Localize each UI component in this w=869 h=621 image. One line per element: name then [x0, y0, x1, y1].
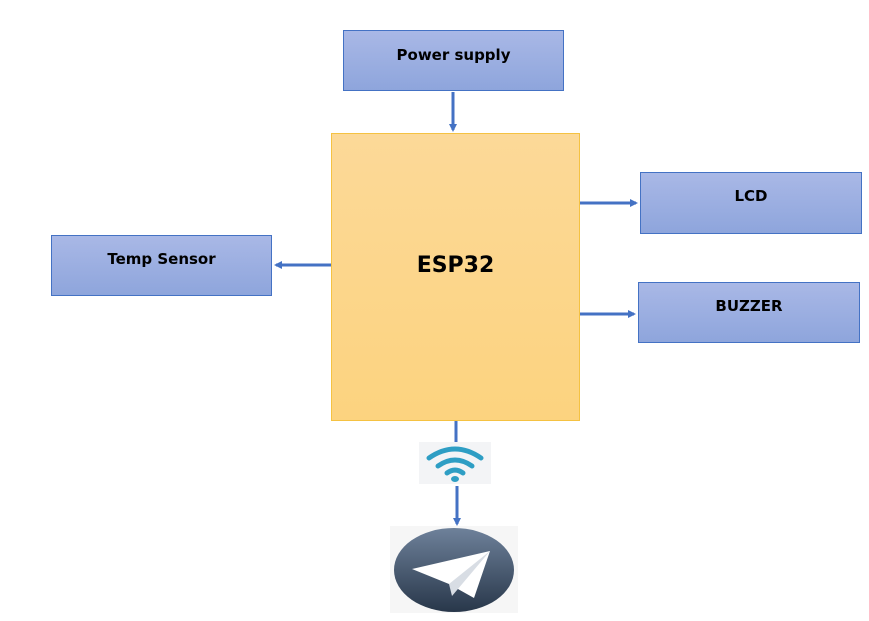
telegram-icon [390, 526, 518, 613]
temp-sensor-block: Temp Sensor [51, 235, 272, 296]
wifi-icon [419, 442, 491, 484]
lcd-block: LCD [640, 172, 862, 234]
esp32-label: ESP32 [416, 252, 495, 278]
power-supply-block: Power supply [343, 30, 564, 91]
buzzer-block: BUZZER [638, 282, 860, 343]
temp-sensor-label: Temp Sensor [107, 249, 216, 268]
buzzer-label: BUZZER [715, 296, 783, 315]
power-supply-label: Power supply [396, 45, 511, 64]
lcd-label: LCD [734, 187, 768, 205]
esp32-block: ESP32 [331, 133, 580, 421]
